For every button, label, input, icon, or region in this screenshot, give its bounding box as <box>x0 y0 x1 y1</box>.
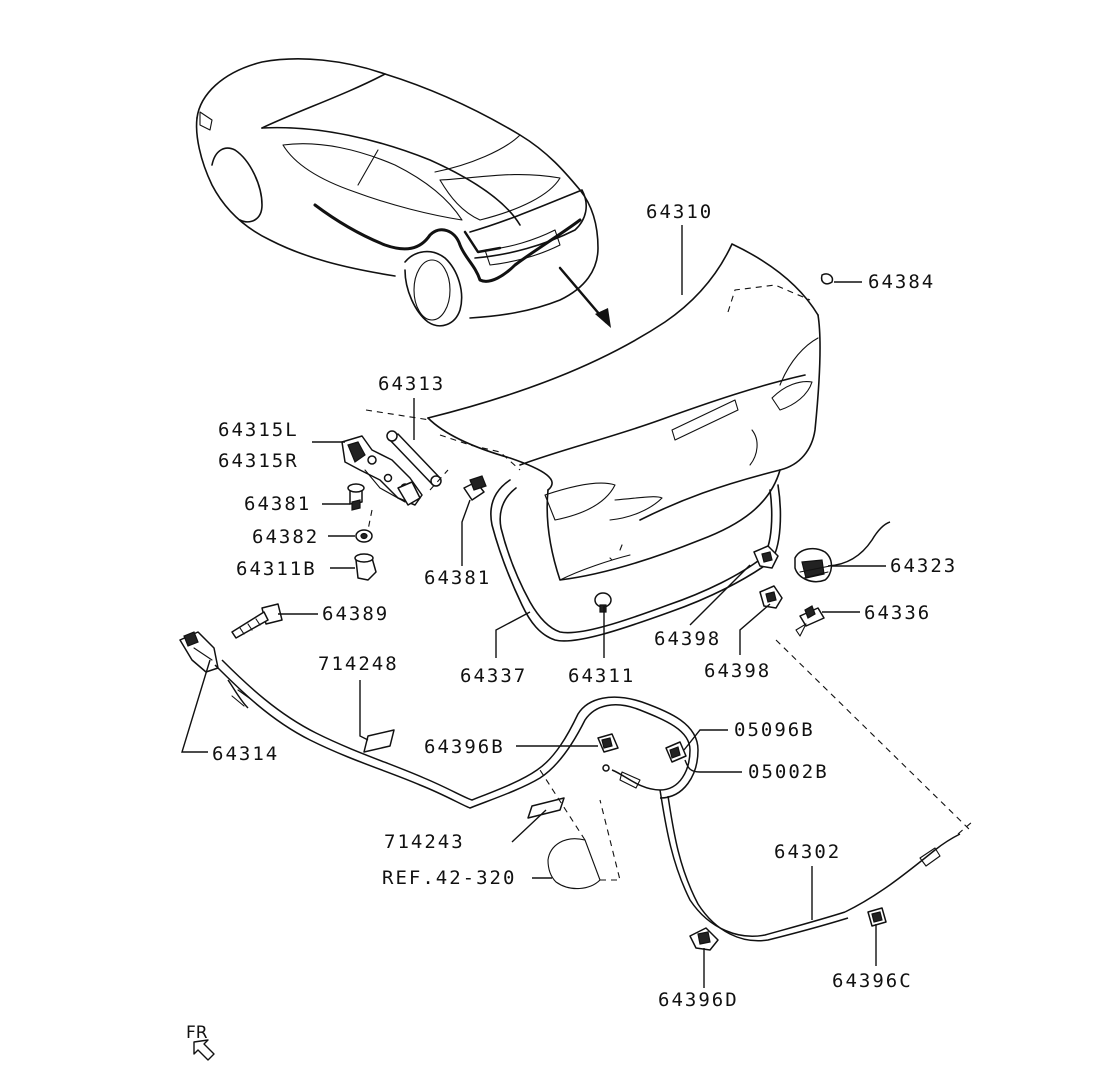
clip-64398-upper <box>753 545 779 569</box>
label-64310: 64310 <box>646 201 713 223</box>
car-overview <box>195 58 611 328</box>
fuel-lid-ref <box>539 769 621 890</box>
stay-64313 <box>386 430 449 491</box>
label-714243: 714243 <box>384 831 465 853</box>
label-64398-upper: 64398 <box>654 628 721 650</box>
bumper-64311B <box>354 553 377 581</box>
hinge-64315 <box>341 435 423 506</box>
lock-64323 <box>794 521 891 583</box>
front-indicator: FR <box>186 1023 215 1061</box>
label-64323: 64323 <box>890 555 957 577</box>
plug-64384 <box>820 273 834 285</box>
leader-lines <box>181 225 886 988</box>
label-64382: 64382 <box>252 526 319 548</box>
clamp-64396B <box>597 733 619 753</box>
fastener-64381-left <box>347 483 365 511</box>
label-714243-part <box>527 797 565 819</box>
label-64384: 64384 <box>868 271 935 293</box>
label-64311: 64311 <box>568 665 635 687</box>
arrow-down-right-icon <box>595 308 611 328</box>
bumper-64311 <box>594 592 612 613</box>
weatherstrip-64337 <box>490 479 782 642</box>
guide-line <box>775 639 971 831</box>
fastener-64381-right <box>463 475 487 501</box>
release-cable <box>214 659 973 942</box>
label-64337: 64337 <box>460 665 527 687</box>
label-714248-part <box>363 729 395 753</box>
nut-64382 <box>355 529 373 543</box>
label-64336: 64336 <box>864 602 931 624</box>
bolt-64389 <box>231 603 283 639</box>
trunk-lid-64310 <box>427 243 821 581</box>
label-64315L: 64315L <box>218 419 299 441</box>
label-64396C: 64396C <box>832 970 913 992</box>
lid-marks <box>609 544 623 561</box>
guide-line <box>367 509 373 531</box>
label-05002B: 05002B <box>748 761 829 783</box>
label-64381-left: 64381 <box>244 493 311 515</box>
guide-line <box>365 409 431 421</box>
label-64396B: 64396B <box>424 736 505 758</box>
label-64302: 64302 <box>774 841 841 863</box>
label-64381-right: 64381 <box>424 567 491 589</box>
opener-64314 <box>179 631 219 673</box>
clamp-64396C <box>867 907 887 927</box>
fr-label: FR <box>186 1023 208 1043</box>
fr-arrow-icon <box>193 1039 215 1061</box>
label-64396D: 64396D <box>658 989 739 1011</box>
label-64398-lower: 64398 <box>704 660 771 682</box>
label-05096B: 05096B <box>734 719 815 741</box>
label-64313: 64313 <box>378 373 445 395</box>
label-714248: 714248 <box>318 653 399 675</box>
clip-05096B <box>665 741 687 763</box>
part-labels: 64310 64384 64313 64315L 64315R 64381 64… <box>212 201 957 1011</box>
label-ref-42-320: REF.42-320 <box>382 867 516 889</box>
label-64311B: 64311B <box>236 558 317 580</box>
clip-64398-lower <box>759 585 783 609</box>
label-64314: 64314 <box>212 743 279 765</box>
clamp-64396D <box>689 927 719 951</box>
label-64315R: 64315R <box>218 450 299 472</box>
label-64389: 64389 <box>322 603 389 625</box>
striker-64336 <box>795 605 825 637</box>
